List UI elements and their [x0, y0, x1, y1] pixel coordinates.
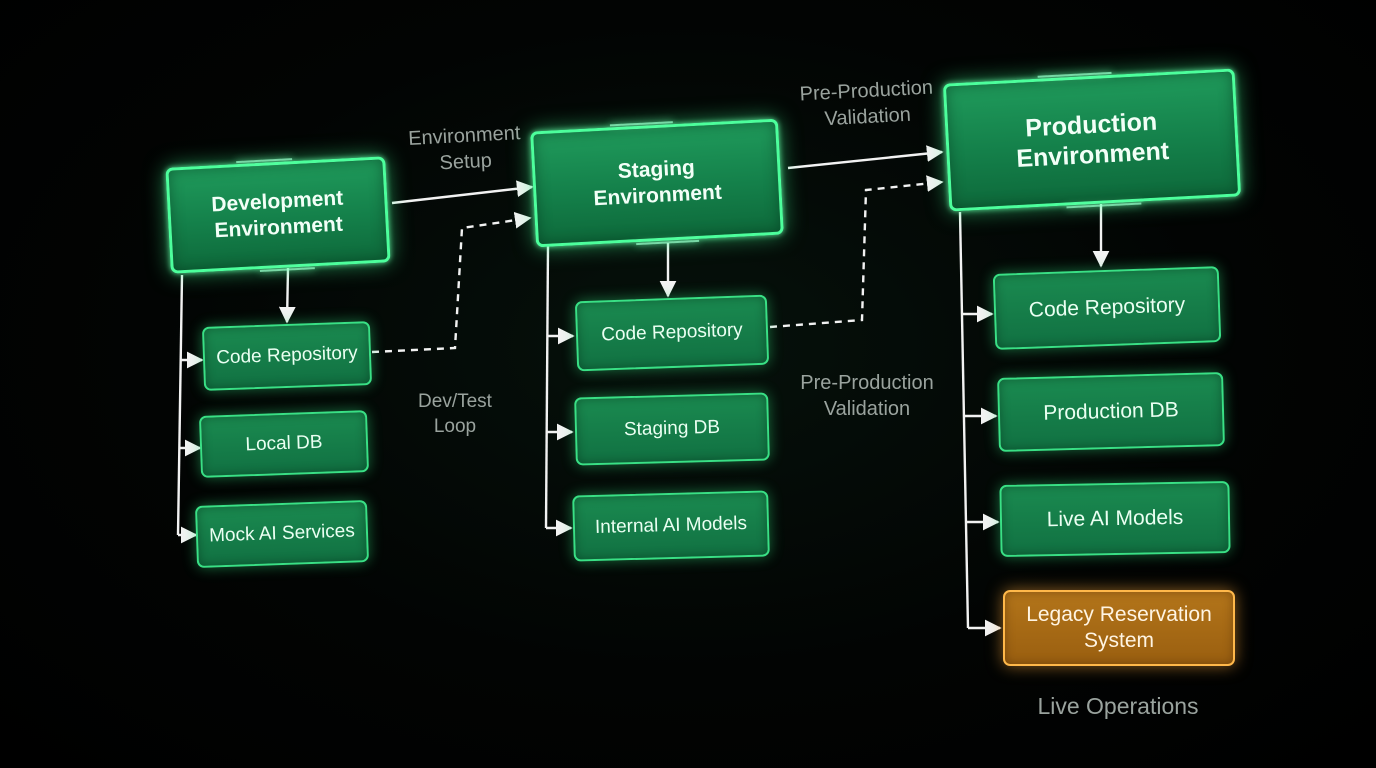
- internal-ai-models-node[interactable]: Internal AI Models: [572, 490, 770, 562]
- dev-test-loop-label: Dev/Test Loop: [418, 391, 492, 437]
- production-db-node[interactable]: Production DB: [997, 372, 1225, 452]
- dev-code-repository-node[interactable]: Code Repository: [201, 321, 373, 391]
- dev-to-staging-arrow: [391, 180, 534, 205]
- production-code-repository-node[interactable]: Code Repository: [992, 266, 1222, 350]
- dev-down-arrow: [278, 267, 296, 324]
- staging-db-node[interactable]: Staging DB: [574, 392, 770, 466]
- production-environment-node[interactable]: Production Environment: [942, 68, 1242, 212]
- dev-loop-dashed-arrow: [371, 211, 532, 354]
- staging-spine-connector: [544, 244, 550, 529]
- environment-setup-label: Environment Setup: [407, 122, 521, 175]
- staging-to-production-arrow: [787, 145, 944, 170]
- live-ai-models-node[interactable]: Live AI Models: [999, 480, 1231, 558]
- staging-validation-dashed-arrow: [769, 175, 944, 329]
- pre-production-validation-mid-label: Pre-Production Validation: [800, 372, 934, 420]
- production-spine-connector: [958, 211, 970, 629]
- dev-local-db-node[interactable]: Local DB: [198, 410, 370, 478]
- dev-spine-connector: [176, 274, 184, 536]
- dev-mock-ai-services-node[interactable]: Mock AI Services: [194, 500, 370, 568]
- development-environment-node[interactable]: Development Environment: [165, 156, 391, 274]
- staging-code-repository-node[interactable]: Code Repository: [574, 294, 770, 372]
- staging-environment-node[interactable]: Staging Environment: [530, 118, 784, 248]
- live-operations-label: Live Operations: [1037, 693, 1199, 719]
- pre-production-validation-top-label: Pre-Production Validation: [799, 76, 934, 131]
- legacy-reservation-system-node[interactable]: Legacy Reservation System: [1003, 590, 1235, 666]
